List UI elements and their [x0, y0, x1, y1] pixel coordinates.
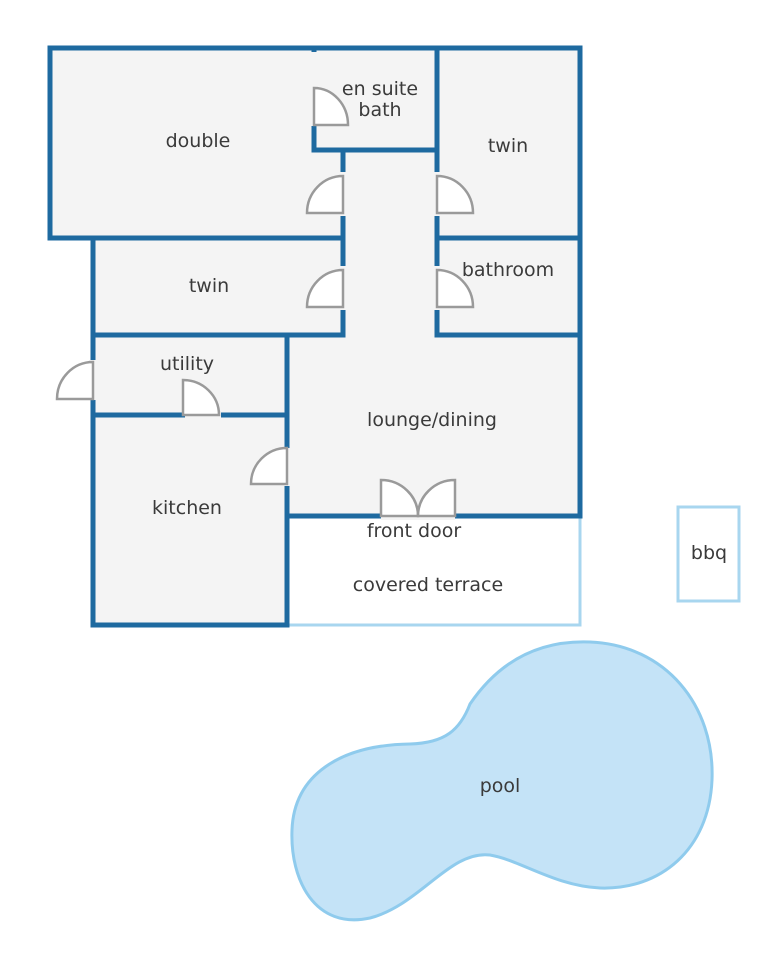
label-lounge-dining: lounge/dining: [367, 409, 497, 431]
door-bathroom[interactable]: [435, 268, 475, 309]
label-double: double: [166, 130, 231, 152]
door-twin-lower[interactable]: [305, 268, 345, 309]
label-covered-terrace: covered terrace: [353, 574, 503, 596]
pool-shape: [290, 640, 714, 922]
terrace-outline: [287, 516, 582, 627]
door-kitchen-lounge[interactable]: [249, 446, 289, 486]
outdoor: [287, 505, 741, 922]
door-double[interactable]: [305, 174, 345, 215]
label-en-suite-line1: en suite: [342, 78, 418, 100]
door-en-suite[interactable]: [312, 86, 350, 127]
label-en-suite-line2: bath: [358, 99, 401, 121]
bbq-outline: [676, 505, 741, 603]
door-front-right[interactable]: [416, 478, 457, 518]
label-kitchen: kitchen: [152, 497, 222, 519]
label-bbq: bbq: [691, 542, 727, 564]
label-pool: pool: [480, 775, 521, 797]
label-utility: utility: [160, 353, 214, 375]
label-twin-lower: twin: [189, 275, 229, 297]
door-utility-kitchen[interactable]: [181, 378, 221, 417]
door-utility-outside[interactable]: [55, 360, 95, 401]
label-twin-upper: twin: [488, 135, 528, 157]
outer-wall: [47, 45, 583, 628]
doors: [55, 86, 475, 518]
label-bathroom: bathroom: [462, 259, 554, 281]
door-twin-upper[interactable]: [435, 174, 475, 215]
label-front-door: front door: [367, 520, 462, 542]
labels: double en suite bath twin twin bathroom …: [152, 78, 727, 797]
